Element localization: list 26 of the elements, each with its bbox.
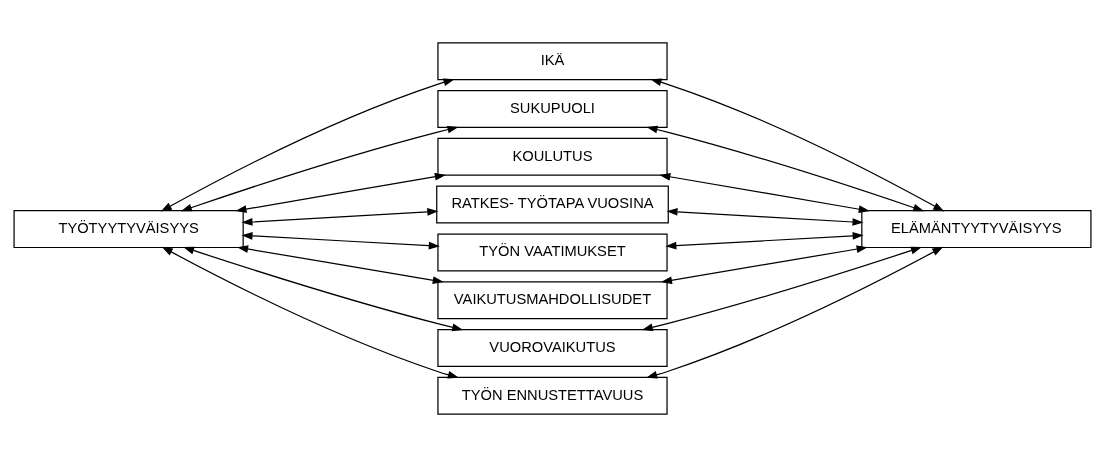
arrow <box>646 246 944 379</box>
arrow <box>241 207 439 226</box>
arrow <box>650 78 945 212</box>
arrow <box>659 173 870 213</box>
arrow <box>237 245 444 284</box>
arrow <box>646 125 925 212</box>
node-box: IKÄ <box>437 42 668 81</box>
node-box: RATKES- TYÖTAPA VUOSINA <box>436 185 669 224</box>
arrow <box>660 245 868 285</box>
arrow <box>161 246 459 379</box>
node-box: TYÖTYYTYVÄISYYS <box>13 210 244 249</box>
node-box: KOULUTUS <box>437 137 668 176</box>
arrow <box>241 232 440 250</box>
arrow <box>665 232 864 250</box>
arrow <box>235 172 446 213</box>
node-box: VUOROVAIKUTUS <box>437 328 668 367</box>
node-box: VAIKUTUSMAHDOLLISUDET <box>437 281 668 320</box>
arrow <box>641 246 922 332</box>
arrow <box>666 207 864 226</box>
arrow <box>183 246 464 332</box>
arrow <box>180 125 459 212</box>
node-box: TYÖN ENNUSTETTAVUUS <box>437 376 668 415</box>
node-box: ELÄMÄNTYYTYVÄISYYS <box>861 210 1092 249</box>
node-box: TYÖN VAATIMUKSET <box>437 233 668 272</box>
arrow <box>160 78 455 212</box>
node-box: SUKUPUOLI <box>437 90 668 129</box>
